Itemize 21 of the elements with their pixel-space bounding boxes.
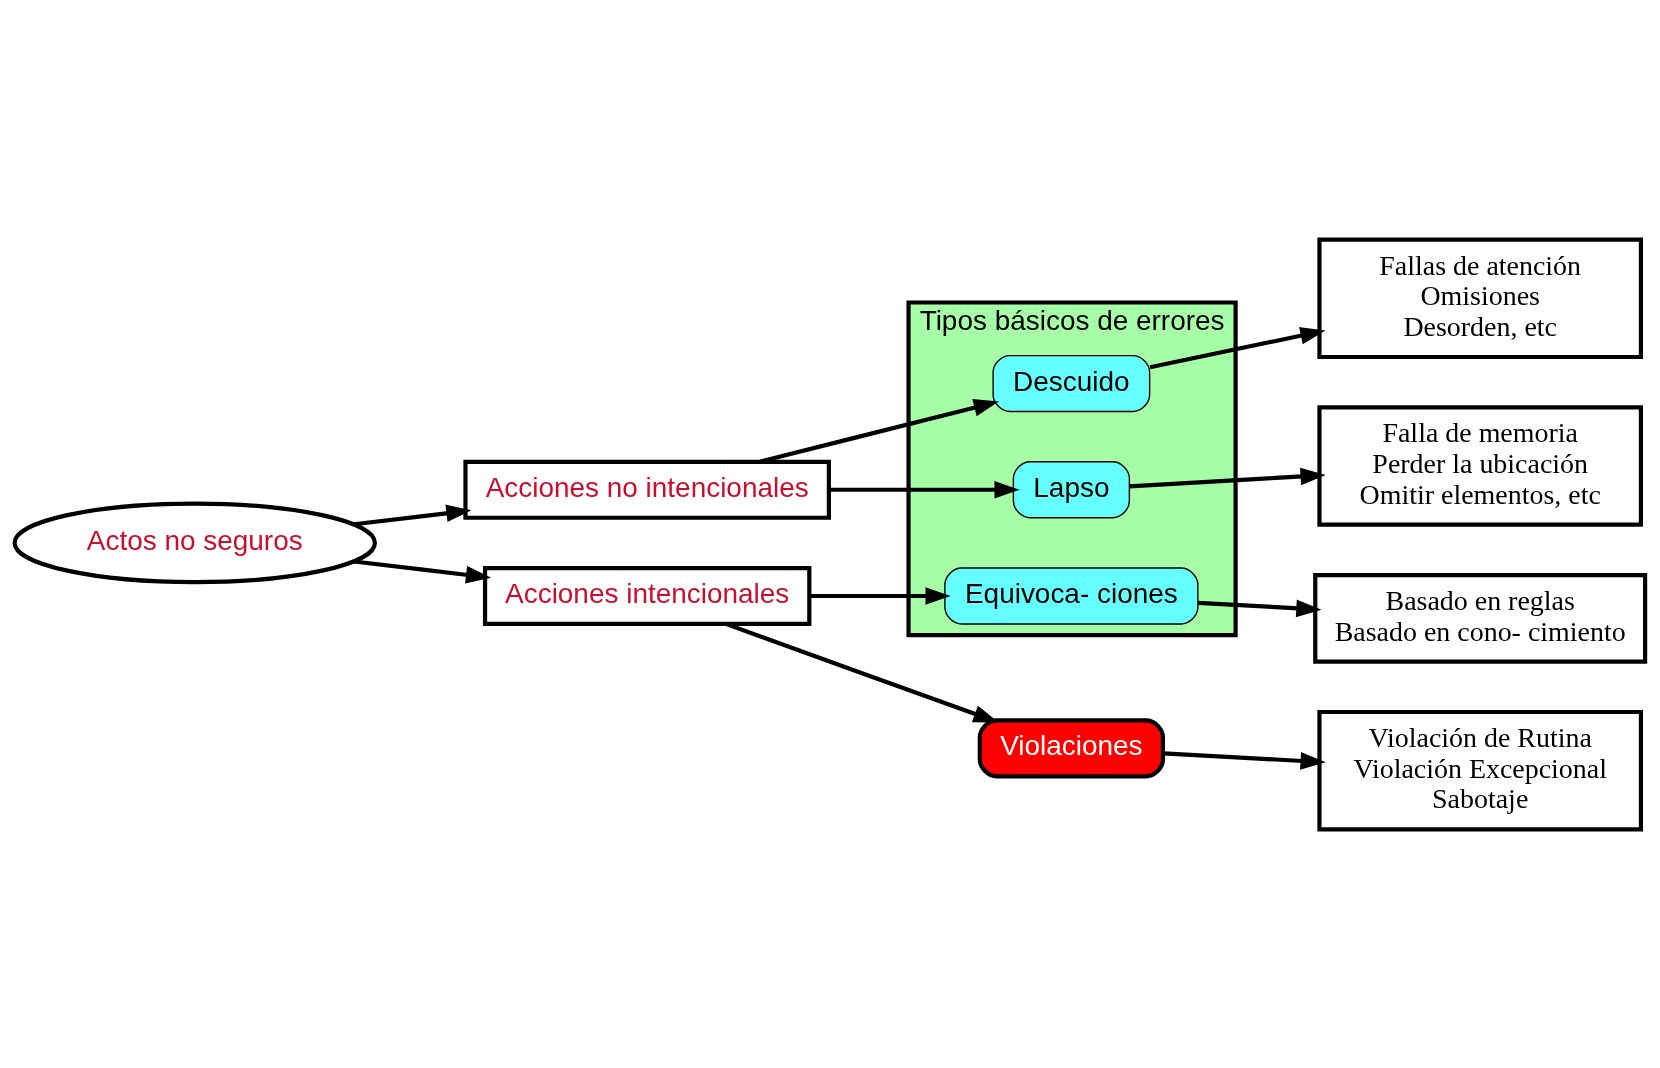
arrow [353, 504, 472, 526]
node-ellipse: Actos no seguros [12, 501, 377, 584]
node-box: Violación de Rutina Violación Excepcional Sabotaje [1317, 709, 1643, 831]
node-box: Fallas de atención Omisiones Desorden, etc [1317, 237, 1643, 359]
node-box: Acciones intencionales [482, 565, 812, 626]
arrow [725, 621, 999, 723]
arrow [759, 398, 999, 464]
arrow [353, 558, 492, 584]
node-box: Equivoca- ciones [944, 566, 1199, 625]
arrow [1149, 326, 1326, 369]
node-box: Descuido [992, 354, 1151, 412]
node-box: Acciones no intencionales [463, 459, 831, 520]
arrow [829, 480, 1020, 499]
node-box: Falla de memoria Perder la ubicación Omitir elementos, etc [1317, 404, 1643, 527]
node-box: Lapso [1012, 460, 1131, 518]
arrow [809, 586, 951, 605]
node-box: Violaciones [977, 717, 1165, 778]
node-box: Basado en reglas Basado en cono- cimiento [1313, 572, 1648, 664]
arrow [1163, 750, 1326, 770]
arrow [1129, 467, 1326, 489]
arrow [1197, 599, 1322, 617]
